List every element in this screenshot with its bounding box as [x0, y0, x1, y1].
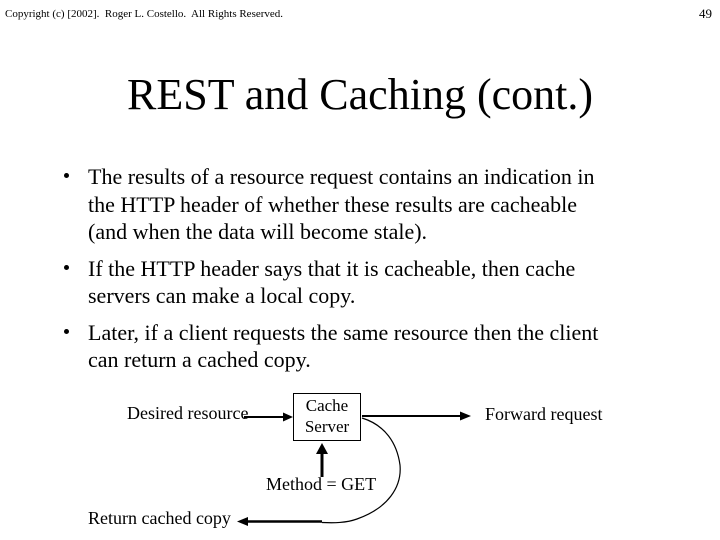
cache-server-box: Cache Server — [293, 393, 361, 441]
bullet-item: The results of a resource request contai… — [60, 163, 690, 246]
forward-request-arrowhead-icon — [460, 411, 471, 421]
forward-request-label: Forward request — [485, 404, 603, 424]
method-get-arrowhead-icon — [316, 443, 328, 454]
bullet-text: Later, if a client requests the same res… — [88, 319, 599, 373]
bullet-item: Later, if a client requests the same res… — [60, 319, 690, 374]
desired-resource-label: Desired resource — [127, 403, 249, 423]
method-get-label: Method = GET — [266, 474, 377, 494]
bullet-item: If the HTTP header says that it is cache… — [60, 255, 690, 310]
page-number: 49 — [699, 6, 712, 21]
return-cached-copy-label: Return cached copy — [88, 508, 231, 528]
slide-title: REST and Caching (cont.) — [127, 70, 593, 119]
bullet-text: If the HTTP header says that it is cache… — [88, 255, 576, 309]
bullet-text: The results of a resource request contai… — [88, 164, 595, 244]
bullet-list: The results of a resource request contai… — [60, 163, 690, 383]
return-arrowhead-icon — [237, 517, 248, 526]
copyright-notice: Copyright (c) [2002]. Roger L. Costello.… — [5, 8, 284, 20]
desired-resource-arrowhead-icon — [283, 412, 293, 422]
return-curve-line — [321, 417, 401, 524]
